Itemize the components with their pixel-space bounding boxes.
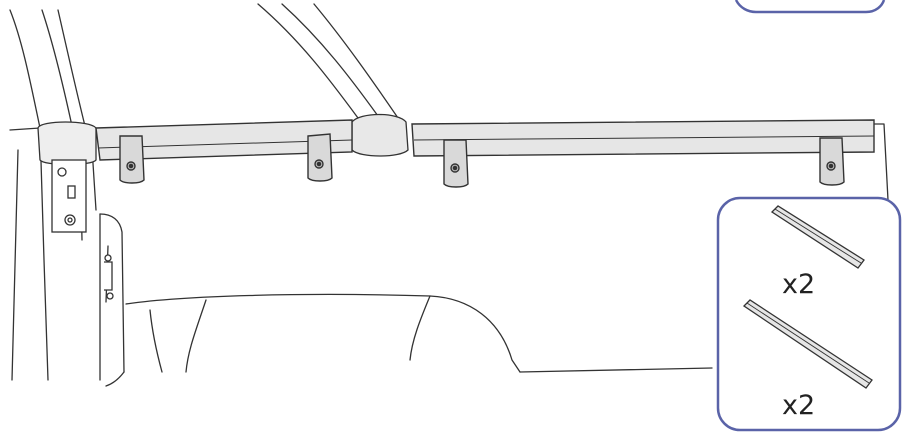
short-rail-quantity: x2 [782,269,815,300]
rail-bracket [119,135,145,184]
parts-callout: x2 x2 [716,196,902,432]
roof-rail-right [411,119,875,188]
long-rail-icon [742,299,873,389]
b-pillar-cap [351,113,409,157]
roof-rail-left [95,119,353,184]
rail-bracket [307,133,333,182]
long-rail-quantity: x2 [782,390,815,421]
rail-bracket [819,137,845,186]
short-rail-icon [770,205,865,269]
top-callout-fragment [734,0,886,14]
rail-bracket [443,139,469,188]
pillar-fixture [37,121,114,300]
